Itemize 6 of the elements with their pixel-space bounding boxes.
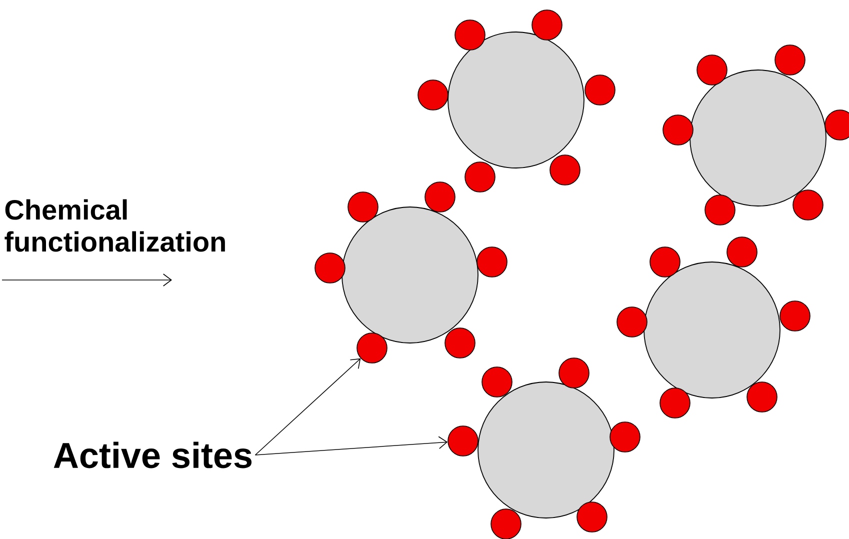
active-site-dot [356, 332, 388, 364]
process-label: Chemical functionalization [4, 199, 225, 252]
leader-line [254, 436, 448, 456]
callout-text: Active sites [54, 442, 252, 468]
leader-line [254, 358, 361, 456]
active-site-dot [448, 426, 478, 456]
